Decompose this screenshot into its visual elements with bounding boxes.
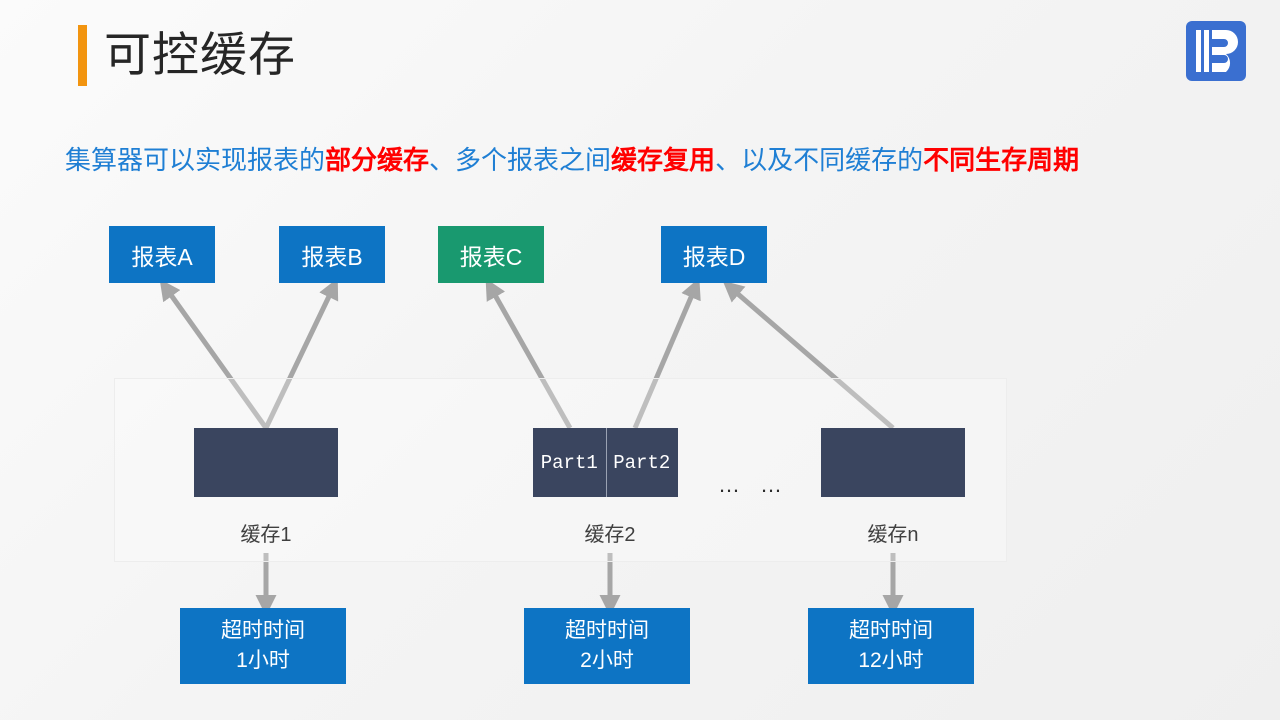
cache-box-n[interactable]	[821, 428, 965, 497]
title-accent-bar	[78, 25, 87, 86]
cache-label-n: 缓存n	[867, 524, 919, 546]
report-box-d[interactable]: 报表D	[661, 226, 767, 283]
subtitle-seg-0: 集算器可以实现报表的	[65, 145, 326, 175]
subtitle-seg-3: 缓存复用	[611, 145, 716, 175]
subtitle: 集算器可以实现报表的部分缓存、多个报表之间缓存复用、以及不同缓存的不同生存周期	[65, 142, 1225, 178]
cache-box-2[interactable]: Part1 Part2	[533, 428, 678, 497]
cache-part1-label: Part1	[540, 451, 598, 474]
subtitle-seg-2: 、多个报表之间	[429, 145, 612, 175]
timeout-2-line1: 超时时间	[565, 619, 649, 642]
subtitle-seg-1: 部分缓存	[325, 145, 430, 175]
raqsoft-logo	[1185, 17, 1247, 85]
report-box-a[interactable]: 报表A	[109, 226, 215, 283]
timeout-1-line2: 1小时	[236, 649, 290, 672]
report-label-d: 报表D	[682, 243, 746, 270]
subtitle-seg-5: 不同生存周期	[923, 145, 1080, 175]
report-box-b[interactable]: 报表B	[279, 226, 385, 283]
timeout-box-2[interactable]: 超时时间 2小时	[524, 608, 690, 684]
cache-label-2: 缓存2	[584, 524, 636, 546]
ellipsis-left: …	[718, 472, 746, 497]
report-label-a: 报表A	[131, 243, 193, 270]
timeout-box-n[interactable]: 超时时间 12小时	[808, 608, 974, 684]
report-box-c[interactable]: 报表C	[438, 226, 544, 283]
timeout-n-line2: 12小时	[858, 649, 924, 672]
report-label-b: 报表B	[301, 243, 363, 270]
page-title: 可控缓存	[104, 28, 296, 81]
cache-part-divider	[605, 428, 607, 497]
timeout-box-1[interactable]: 超时时间 1小时	[180, 608, 346, 684]
cache-label-1: 缓存1	[240, 524, 292, 546]
cache-box-1[interactable]	[194, 428, 338, 497]
timeout-2-line2: 2小时	[580, 649, 634, 672]
ellipsis-right: …	[760, 472, 788, 497]
cache-part2-label: Part2	[613, 451, 671, 474]
subtitle-seg-4: 、以及不同缓存的	[715, 145, 924, 175]
timeout-n-line1: 超时时间	[849, 619, 933, 642]
report-label-c: 报表C	[459, 243, 523, 270]
timeout-1-line1: 超时时间	[221, 619, 305, 642]
